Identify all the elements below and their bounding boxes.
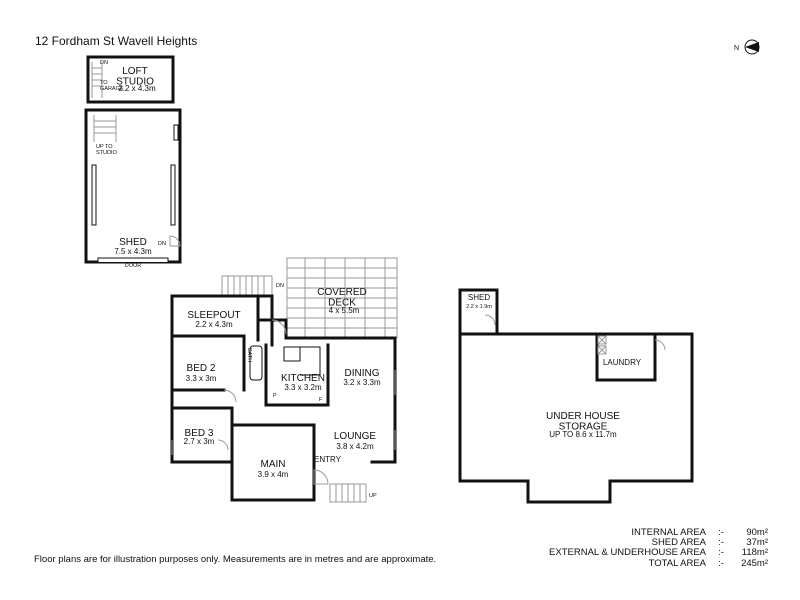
north-arrow-icon: N	[734, 39, 760, 55]
compass-label: N	[734, 45, 739, 52]
fridge-label: F	[319, 397, 323, 403]
bed2-size: 3.3 x 3m	[186, 374, 217, 383]
area-label: TOTAL AREA	[648, 557, 706, 569]
area-separator: :-	[718, 527, 724, 538]
entry-name: ENTRY	[314, 455, 342, 464]
bath-name: BATH	[246, 348, 252, 362]
bed2-name: BED 2	[187, 363, 216, 374]
shed-door-label: DOOR	[125, 263, 142, 269]
area-row: INTERNAL AREA :- 90m²	[520, 527, 768, 538]
area-row: TOTAL AREA :- 245m²	[520, 557, 768, 569]
dining-name: DINING	[345, 368, 380, 379]
area-separator: :-	[718, 547, 724, 559]
small-shed-size: 2.2 x 1.9m	[466, 304, 492, 310]
house: DN	[170, 257, 398, 503]
area-value: 90m²	[746, 527, 768, 538]
entry-up-label: UP	[369, 493, 377, 499]
area-summary: INTERNAL AREA :- 90m² SHED AREA :- 37m² …	[520, 527, 768, 569]
bath-fixtures	[249, 345, 321, 381]
area-value: 37m²	[746, 537, 768, 549]
shed-dn-label: DN	[158, 241, 166, 247]
address-title: 12 Fordham St Wavell Heights	[35, 34, 198, 48]
lounge-size: 3.8 x 4.2m	[336, 442, 374, 451]
loft-dn-label: DN	[100, 60, 108, 66]
disclaimer-text: Floor plans are for illustration purpose…	[34, 554, 437, 565]
loft-studio-size: 2.2 x 4.3m	[118, 84, 156, 93]
area-value: 118m²	[741, 547, 768, 559]
shed-name: SHED	[119, 237, 147, 248]
area-label: SHED AREA	[651, 537, 706, 549]
kitchen-name: KITCHEN	[281, 373, 325, 384]
sleepout-name: SLEEPOUT	[187, 310, 240, 321]
sleepout-size: 2.2 x 4.3m	[195, 320, 233, 329]
covered-deck-size: 4 x 5.5m	[329, 306, 360, 315]
kitchen-size: 3.3 x 3.2m	[284, 383, 322, 392]
area-label: INTERNAL AREA	[631, 527, 706, 538]
area-label: EXTERNAL & UNDERHOUSE AREA	[549, 547, 706, 559]
back-stairs	[221, 275, 273, 297]
area-separator: :-	[718, 557, 724, 569]
pantry-label: P	[273, 393, 277, 399]
lounge-name: LOUNGE	[334, 431, 377, 442]
under-house-size: UP TO 8.6 x 11.7m	[549, 430, 617, 439]
area-row: SHED AREA :- 37m²	[520, 537, 768, 549]
shed-size: 7.5 x 4.3m	[114, 247, 152, 256]
main-name: MAIN	[261, 459, 286, 470]
area-separator: :-	[718, 537, 724, 549]
small-shed-name: SHED	[468, 293, 490, 302]
bed3-size: 2.7 x 3m	[184, 437, 215, 446]
bed3-name: BED 3	[185, 428, 214, 439]
area-row: EXTERNAL & UNDERHOUSE AREA :- 118m²	[520, 548, 768, 558]
dining-size: 3.2 x 3.3m	[343, 378, 381, 387]
deck-dn-label: DN	[276, 283, 284, 289]
laundry-name: LAUNDRY	[603, 358, 642, 367]
main-size: 3.9 x 4m	[258, 470, 289, 479]
entry-stairs	[329, 483, 367, 503]
area-value: 245m²	[741, 557, 768, 569]
